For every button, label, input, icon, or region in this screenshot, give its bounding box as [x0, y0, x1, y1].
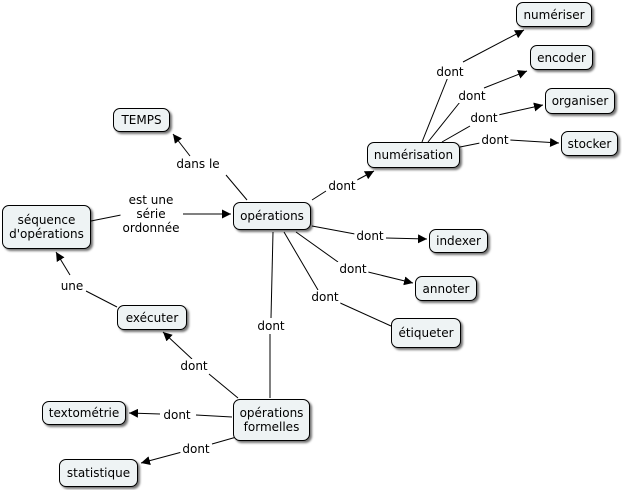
edge-operations-dont-numerisation [311, 190, 327, 201]
edge-sequence-est-une-serie [90, 214, 122, 222]
edge-operations-dont-indexer [311, 225, 356, 235]
link-label-dont-formelles: dont [255, 319, 287, 333]
edge-dont-encoder-arrow [483, 70, 528, 89]
edge-dont-stocker-arrow [509, 137, 560, 147]
concept-stocker[interactable]: stocker [561, 131, 618, 156]
edge-numerisation-dont-encoder [427, 101, 461, 143]
edge-dont-executer-arrow [162, 331, 193, 360]
concept-encoder[interactable]: encoder [530, 45, 593, 70]
edge-operations-dans-le [225, 174, 248, 201]
concept-statistique[interactable]: statistique [59, 459, 138, 487]
link-label-dans-le: dans le [174, 157, 222, 171]
link-label-dont-organiser: dont [468, 111, 500, 125]
concept-textometrie[interactable]: textométrie [42, 401, 126, 425]
link-label-dont-numerisation: dont [326, 179, 358, 193]
link-label-dont-executer: dont [178, 359, 210, 373]
link-label-dont-textometrie: dont [161, 408, 193, 422]
concept-operations[interactable]: opérations [233, 202, 311, 230]
concept-operations-formelles[interactable]: opérations formelles [233, 399, 310, 441]
edge-numerisation-dont-numeriser [421, 71, 451, 143]
link-label-dont-statistique: dont [180, 442, 212, 456]
edge-dont-indexer-arrow [385, 234, 428, 244]
edge-formelles-dont-textometrie [195, 414, 233, 418]
concept-numeriser[interactable]: numériser [516, 2, 592, 27]
edge-operations-dont-annoter [295, 231, 339, 263]
edge-dont-textometrie-arrow [128, 408, 161, 418]
link-label-dont-encoder: dont [456, 89, 488, 103]
link-label-est-une-serie-ordonnee: est une série ordonnée [120, 193, 182, 235]
edge-operations-dont-etiqueter [283, 231, 319, 291]
edge-executer-une [85, 290, 118, 308]
concept-numerisation[interactable]: numérisation [367, 142, 460, 168]
concept-indexer[interactable]: indexer [429, 229, 488, 253]
edge-dans-le-temps-arrow [172, 133, 191, 157]
edge-une-sequence-arrow [55, 251, 71, 276]
concept-sequence-operations[interactable]: séquence d'opérations [2, 205, 91, 249]
edge-dont-organiser-arrow [497, 102, 544, 116]
concept-organiser[interactable]: organiser [545, 88, 615, 114]
edge-formelles-dont-executer [208, 373, 239, 399]
link-label-dont-etiqueter: dont [309, 290, 341, 304]
link-label-dont-indexer: dont [354, 229, 386, 243]
concept-temps[interactable]: TEMPS [113, 108, 170, 132]
edge-dont-numerisation-arrow [356, 170, 375, 181]
concept-executer[interactable]: exécuter [117, 305, 187, 330]
link-label-dont-annoter: dont [337, 262, 369, 276]
edge-numerisation-dont-organiser [441, 125, 471, 143]
link-label-dont-stocker: dont [479, 133, 511, 147]
edge-dont-etiqueter-line [337, 301, 392, 327]
edge-dont-statistique-arrow [140, 451, 183, 466]
edge-dont-operations [270, 231, 274, 319]
concept-etiqueter[interactable]: étiqueter [391, 318, 461, 348]
edge-dont-numeriser-arrow [462, 29, 525, 63]
link-label-dont-numeriser: dont [434, 65, 466, 79]
link-label-une: une [58, 279, 86, 293]
concept-annoter[interactable]: annoter [415, 276, 477, 301]
edge-numerisation-dont-stocker [459, 142, 481, 148]
edge-dont-annoter-arrow [367, 271, 414, 286]
